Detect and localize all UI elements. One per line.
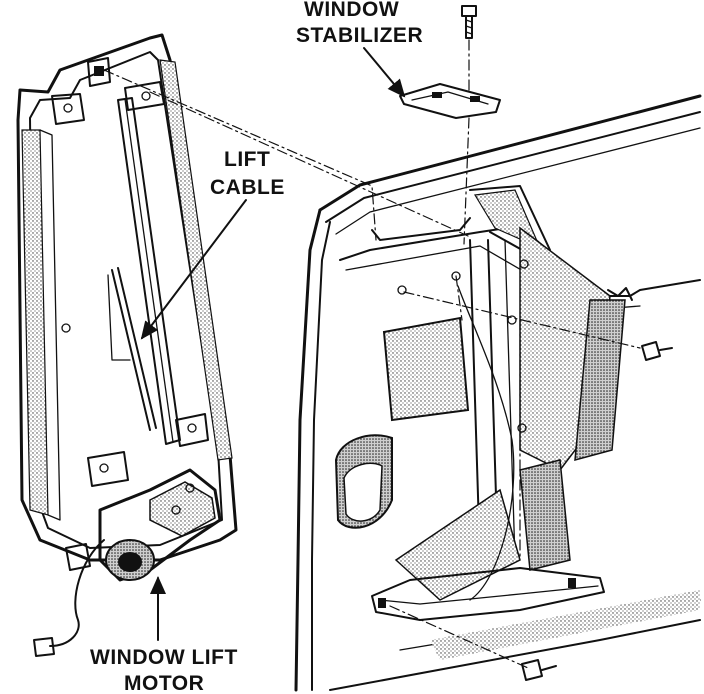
window-stabilizer-part — [399, 5, 501, 119]
alignment-lines — [103, 39, 641, 669]
label-window-lift-motor-line2: MOTOR — [124, 672, 204, 694]
leader-lines — [140, 47, 406, 641]
label-lift-cable-line1: LIFT — [224, 148, 270, 171]
label-window-lift-motor-line1: WINDOW LIFT — [90, 646, 238, 669]
label-lift-cable-line2: CABLE — [210, 176, 285, 199]
lift-cable-leader — [140, 199, 247, 340]
window-regulator-assembly — [16, 33, 238, 657]
callout-labels: WINDOW STABILIZER LIFT CABLE WINDOW LIFT… — [90, 0, 423, 694]
mounting-screw-right — [641, 341, 673, 361]
label-window-stabilizer-line2: STABILIZER — [296, 24, 423, 47]
stabilizer-leader — [363, 47, 406, 98]
label-window-stabilizer-line1: WINDOW — [304, 0, 399, 21]
door-inner-panel — [294, 94, 702, 692]
mounting-screw-bottom — [521, 659, 557, 681]
